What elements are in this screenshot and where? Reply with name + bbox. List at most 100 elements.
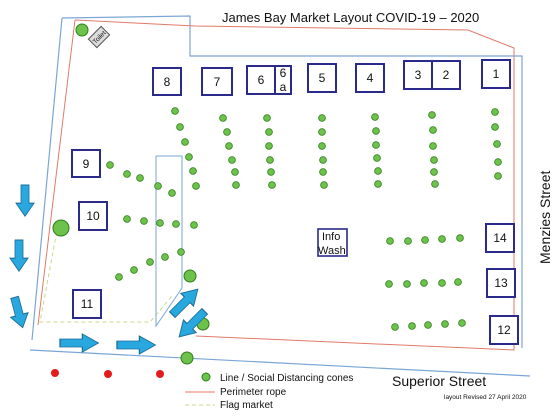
stall-14: 14	[485, 223, 515, 253]
cone	[431, 180, 439, 188]
legend-cones: Line / Social Distancing cones	[220, 373, 353, 384]
svg-text:6: 6	[280, 66, 287, 80]
cone	[161, 253, 169, 261]
cone	[424, 321, 432, 329]
tree-sidewalk	[180, 351, 194, 365]
entrance-arrows	[5, 184, 212, 355]
cone	[318, 128, 326, 136]
stall-14-label: 14	[493, 231, 507, 245]
cone	[177, 248, 185, 256]
stall-6-label: 6	[258, 73, 265, 87]
stall-6a: 6 a	[274, 65, 292, 95]
cone	[123, 170, 131, 178]
tree-entrance	[183, 269, 197, 283]
cone	[491, 123, 499, 131]
stall-11: 11	[72, 289, 102, 319]
cone	[458, 319, 466, 327]
cone	[181, 138, 189, 146]
cone	[391, 323, 399, 331]
cone	[123, 215, 131, 223]
cone	[136, 174, 144, 182]
cone	[428, 111, 436, 119]
legend-cone-swatch	[201, 372, 211, 382]
left-boundary	[31, 17, 63, 341]
cone	[267, 168, 275, 176]
cone	[225, 142, 233, 150]
svg-text:a: a	[280, 80, 287, 94]
cone	[266, 156, 274, 164]
arrow-down-2	[9, 239, 29, 272]
stall-5: 5	[307, 63, 337, 93]
cone	[430, 156, 438, 164]
map-title: James Bay Market Layout COVID-19 – 2020	[222, 10, 479, 25]
stall-12: 12	[489, 315, 519, 345]
revision-note: layout Revised 27 April 2020	[444, 394, 527, 401]
cone	[268, 181, 276, 189]
cone	[320, 181, 328, 189]
cone	[403, 280, 411, 288]
flag-market-line	[39, 224, 173, 323]
stall-6: 6	[246, 65, 276, 95]
cone	[420, 279, 428, 287]
inner-path	[155, 155, 183, 328]
bottom-boundary	[29, 349, 531, 377]
cone	[374, 167, 382, 175]
stall-7-label: 7	[214, 75, 221, 89]
cone	[404, 237, 412, 245]
wash-label: Wash	[318, 245, 346, 257]
cone	[192, 182, 200, 190]
stall-10: 10	[78, 201, 108, 231]
stall-8: 8	[152, 67, 182, 96]
cone	[106, 161, 114, 169]
stall-10-label: 10	[86, 209, 100, 223]
cone	[456, 234, 464, 242]
cone	[386, 237, 394, 245]
cone	[171, 107, 179, 115]
cone	[454, 278, 462, 286]
stall-12-label: 12	[497, 323, 511, 337]
cone	[228, 156, 236, 164]
cone	[318, 142, 326, 150]
info-wash-station: Info Wash	[317, 228, 348, 257]
cone	[176, 123, 184, 131]
cone	[430, 168, 438, 176]
arrow-down-1	[15, 184, 35, 217]
cone	[374, 180, 382, 188]
cone	[265, 128, 273, 136]
cone	[232, 181, 240, 189]
stall-9: 9	[71, 149, 101, 178]
cone	[319, 156, 327, 164]
cone	[318, 114, 326, 122]
perimeter-rope-left	[37, 19, 76, 326]
stall-4-label: 4	[367, 71, 374, 85]
cone	[189, 167, 197, 175]
legend-flag: Flag market	[220, 400, 273, 411]
stall-13: 13	[486, 268, 516, 298]
cone	[130, 266, 138, 274]
stall-3-label: 3	[415, 68, 422, 82]
cone	[493, 140, 501, 148]
cone	[429, 142, 437, 150]
red-marker-2	[104, 370, 112, 378]
cone	[140, 217, 148, 225]
cone	[223, 128, 231, 136]
cone	[146, 258, 154, 266]
info-label: Info	[322, 231, 340, 243]
cone	[438, 279, 446, 287]
street-superior: Superior Street	[392, 373, 486, 389]
stall-1: 1	[481, 59, 511, 89]
arrow-down-3	[5, 294, 33, 331]
toilet-sign: Toilet	[87, 25, 111, 49]
cone	[190, 221, 198, 229]
distancing-cones	[106, 107, 502, 331]
legend: Line / Social Distancing cones Perimeter…	[185, 372, 353, 411]
cone	[491, 108, 499, 116]
stall-5-label: 5	[319, 71, 326, 85]
red-marker-1	[51, 369, 59, 377]
cone	[494, 158, 502, 166]
cone	[231, 168, 239, 176]
cone	[372, 127, 380, 135]
cone	[219, 114, 227, 122]
legend-rope: Perimeter rope	[220, 387, 287, 398]
